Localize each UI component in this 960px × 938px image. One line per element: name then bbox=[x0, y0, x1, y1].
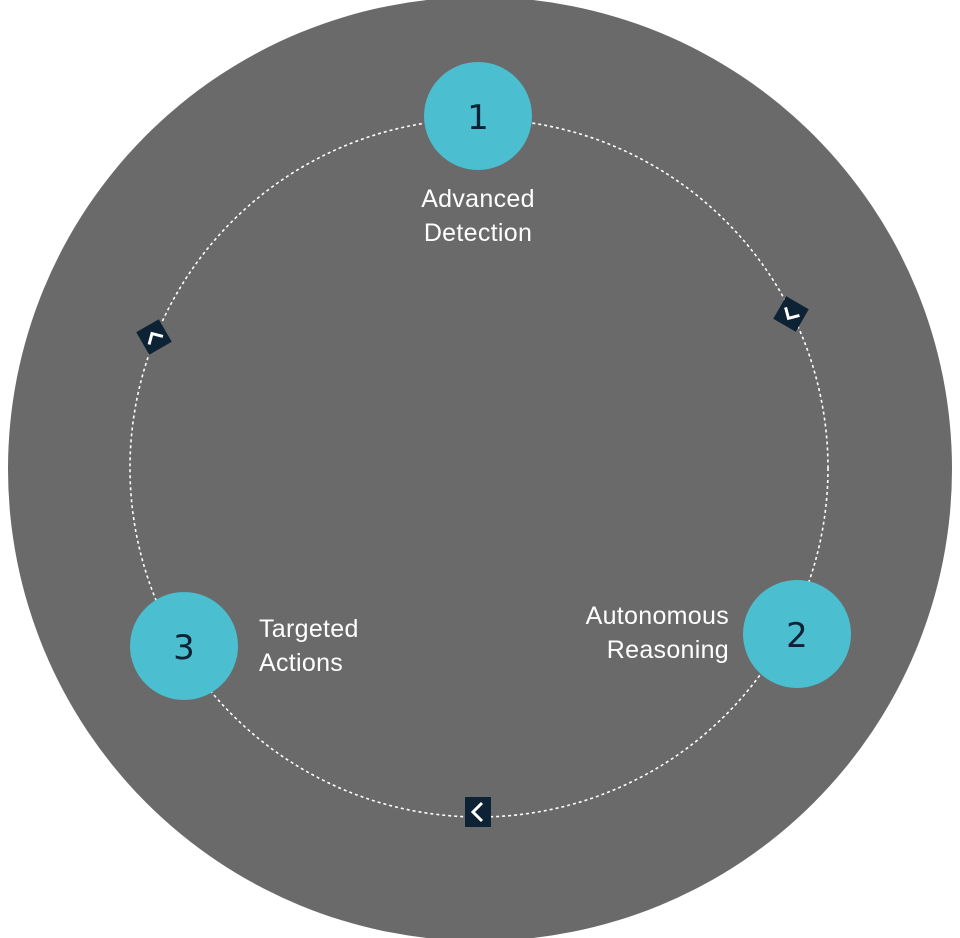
step-2: 2 Autonomous Reasoning bbox=[586, 580, 851, 688]
chevron-icon bbox=[147, 331, 164, 345]
step-label-line1: Targeted bbox=[259, 615, 359, 643]
step-label-line1: Advanced bbox=[421, 185, 535, 213]
chevron-icon bbox=[784, 307, 800, 321]
step-label-line2: Reasoning bbox=[607, 636, 729, 664]
chevron-icon bbox=[470, 801, 484, 823]
step-label-line2: Actions bbox=[259, 649, 343, 677]
step-1: 1 Advanced Detection bbox=[421, 62, 535, 247]
connector-3-to-1 bbox=[136, 319, 172, 355]
step-number: 2 bbox=[786, 616, 808, 656]
arrow-marker bbox=[136, 319, 172, 355]
step-label-line1: Autonomous bbox=[586, 602, 729, 630]
step-circle bbox=[130, 592, 238, 700]
connector-1-to-2 bbox=[773, 296, 809, 332]
step-circle bbox=[743, 580, 851, 688]
step-number: 3 bbox=[173, 628, 195, 668]
arrow-marker bbox=[773, 296, 809, 332]
arrow-marker bbox=[465, 797, 491, 827]
background-disc bbox=[8, 0, 952, 938]
connector-2-to-3 bbox=[465, 797, 491, 827]
step-3: 3 Targeted Actions bbox=[130, 592, 359, 700]
step-label-line2: Detection bbox=[424, 219, 532, 247]
step-number: 1 bbox=[467, 98, 489, 138]
step-circle bbox=[424, 62, 532, 170]
